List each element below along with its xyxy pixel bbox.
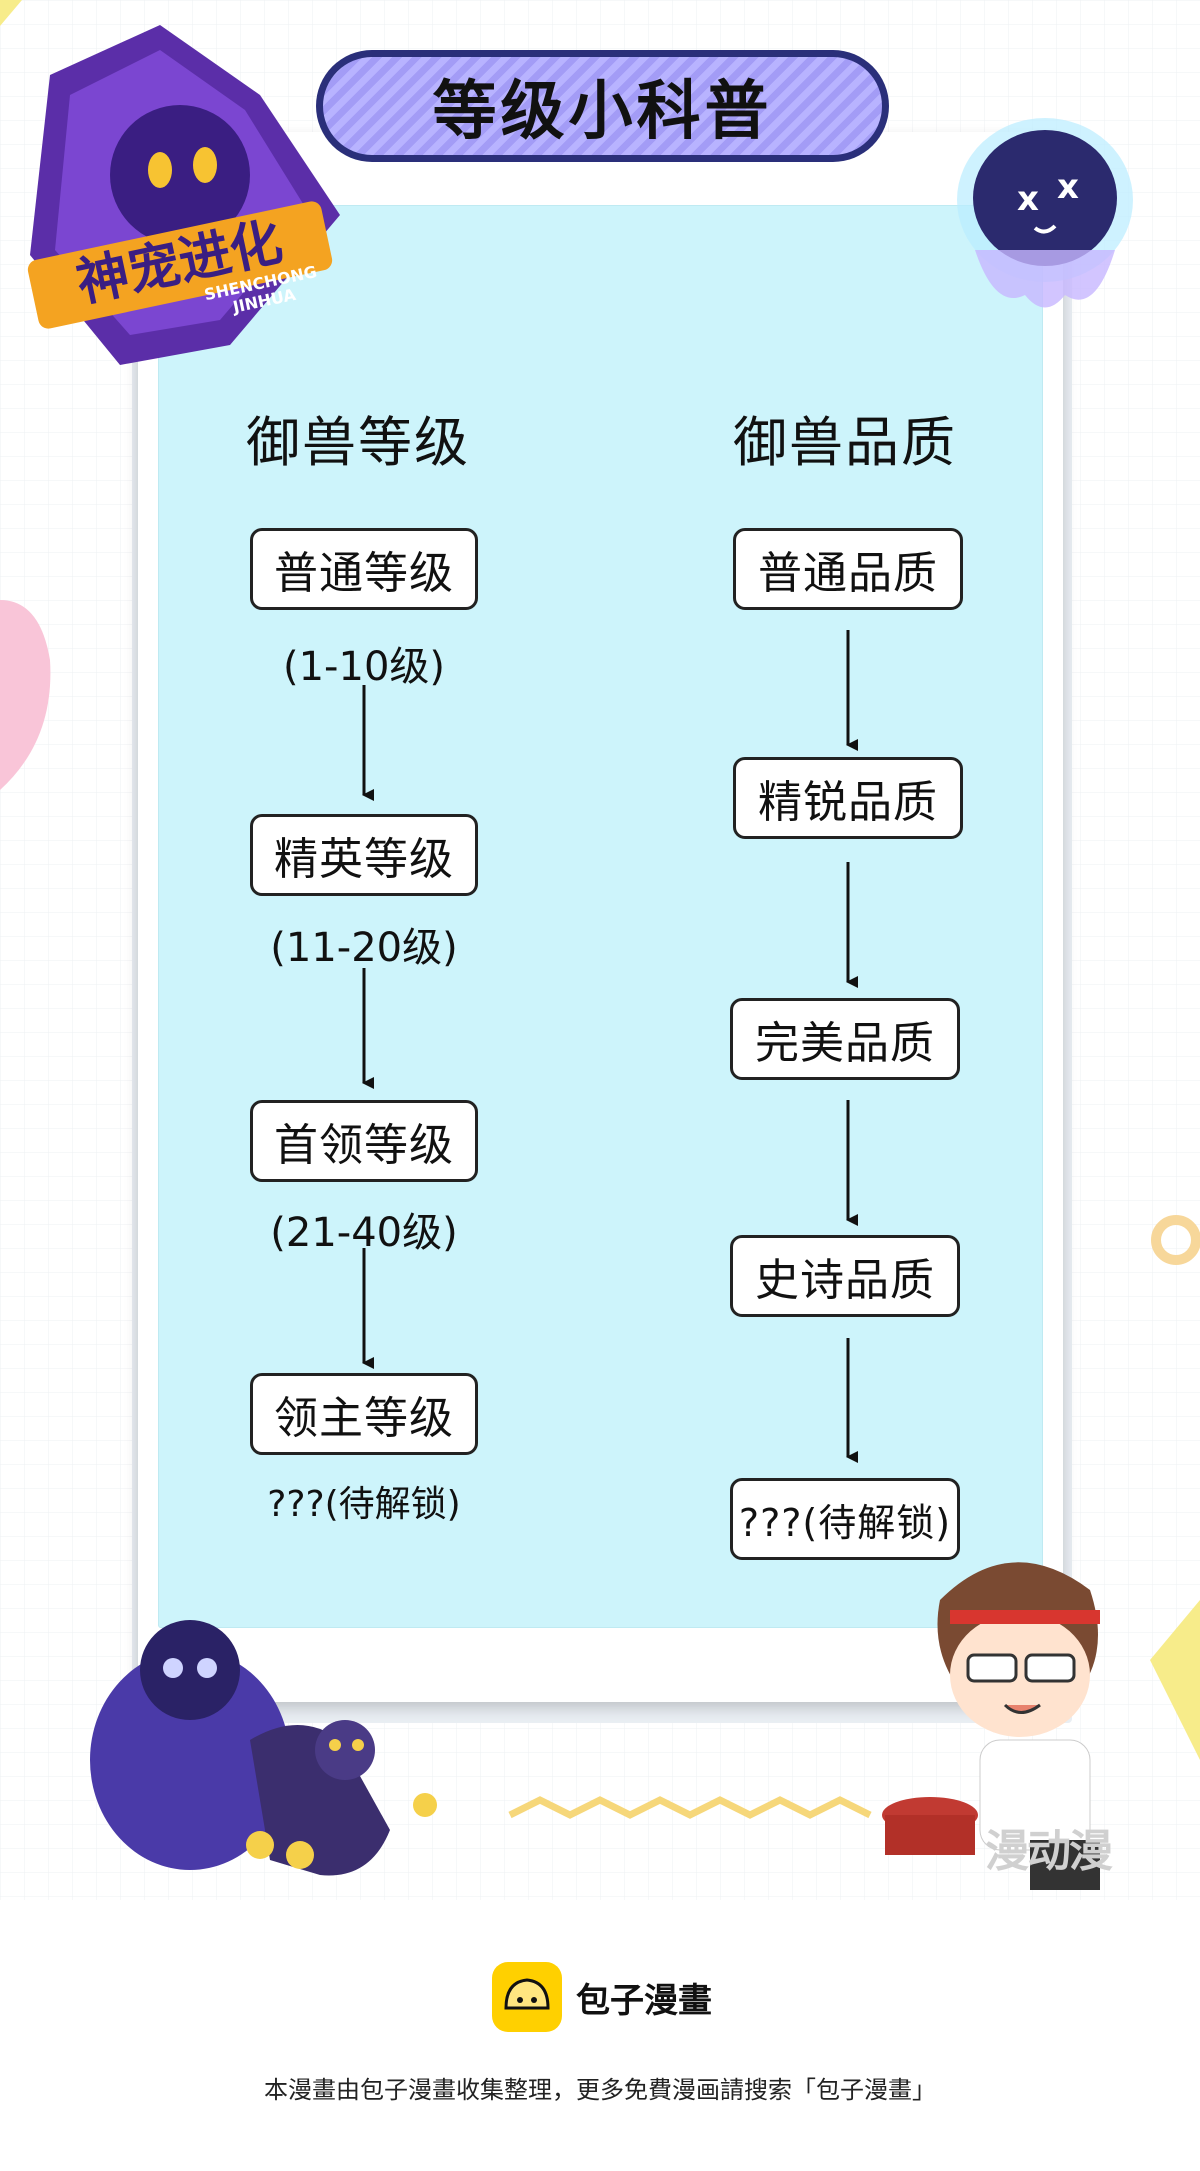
level-box-elite: 精英等级 — [250, 814, 478, 896]
svg-text:x: x — [1057, 167, 1079, 207]
ring-decoration — [1151, 1215, 1200, 1265]
svg-text:x: x — [1017, 179, 1039, 219]
quality-box-locked: ???(待解锁) — [730, 1478, 960, 1560]
quality-box-epic: 史诗品质 — [730, 1235, 960, 1317]
quality-box-perfect: 完美品质 — [730, 998, 960, 1080]
footer-note: 本漫畫由包子漫畫收集整理，更多免費漫画請搜索「包子漫畫」 — [264, 2076, 936, 2104]
monsters-illustration-icon — [90, 1620, 437, 1876]
footer-brand-name: 包子漫畫 — [576, 1980, 712, 2021]
quality-box-normal: 普通品质 — [733, 528, 963, 610]
page-title: 等级小科普 — [432, 75, 773, 149]
level-heading: 御兽等级 — [246, 411, 470, 474]
level-box-normal: 普通等级 — [250, 528, 478, 610]
drummer-boy-illustration-icon — [882, 1562, 1100, 1890]
quality-box-elite: 精锐品质 — [733, 757, 963, 839]
watermark: 漫动漫 — [985, 1826, 1113, 1877]
level-range-elite: (11-20级) — [270, 925, 458, 971]
title-banner-inner: 等级小科普 — [323, 57, 882, 155]
pink-blob-decoration — [0, 600, 51, 790]
footer-brand[interactable]: 包子漫畫 — [492, 1960, 712, 2034]
title-banner: 等级小科普 — [316, 50, 889, 162]
quality-heading: 御兽品质 — [733, 411, 957, 474]
level-range-normal: (1-10级) — [283, 644, 445, 690]
bun-icon — [492, 1962, 562, 2032]
ghost-jellyfish-icon: x x — [957, 118, 1133, 308]
yellow-triangle-decoration — [1150, 1600, 1200, 1760]
level-box-lord: 领主等级 — [250, 1373, 478, 1455]
level-range-lord: ???(待解锁) — [267, 1484, 461, 1525]
level-range-boss: (21-40级) — [270, 1210, 458, 1256]
zigzag-decoration — [508, 1796, 872, 1819]
level-box-boss: 首领等级 — [250, 1100, 478, 1182]
shenchong-logo-icon: 神宠进化 SHENCHONG JINHUA — [27, 25, 340, 365]
